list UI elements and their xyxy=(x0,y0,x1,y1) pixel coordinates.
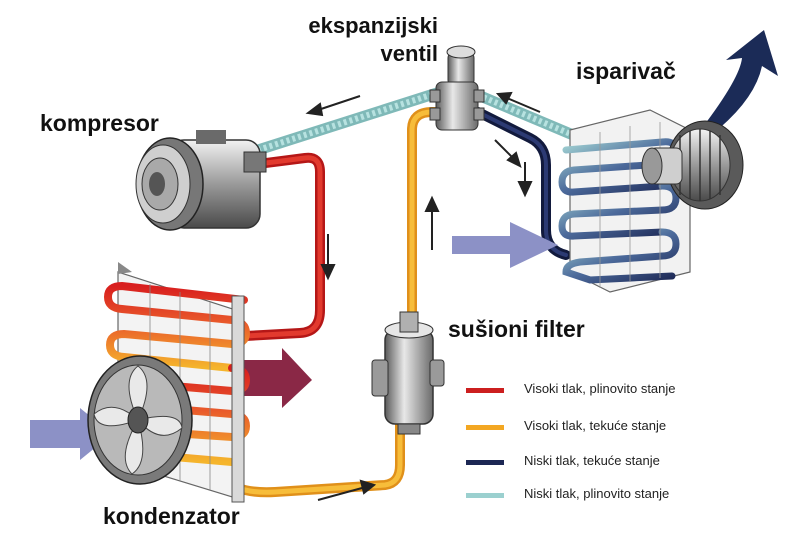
flow-arrows xyxy=(305,91,541,501)
pipe-high-gas xyxy=(240,152,325,341)
label-susioni-filter: sušioni filter xyxy=(448,316,585,342)
air-arrow-evaporator-in xyxy=(452,222,558,268)
compressor-icon xyxy=(135,130,267,231)
pipe-low-liquid xyxy=(473,107,571,260)
label-ekspanzijski-line1: ekspanzijski xyxy=(308,13,438,38)
blower-fan-icon xyxy=(641,120,744,210)
legend-label: Niski tlak, plinovito stanje xyxy=(524,486,670,501)
label-ekspanzijski-line2: ventil xyxy=(380,41,438,66)
label-isparivac: isparivač xyxy=(576,58,676,84)
legend-swatch xyxy=(466,425,504,430)
legend-label: Visoki tlak, tekuće stanje xyxy=(524,418,667,433)
label-ekspanzijski-ventil: ekspanzijski ventil xyxy=(286,12,438,68)
legend-label: Niski tlak, tekuće stanje xyxy=(524,453,660,468)
legend-swatch xyxy=(466,493,504,498)
legend-label: Visoki tlak, plinovito stanje xyxy=(524,381,676,396)
label-kondenzator: kondenzator xyxy=(103,503,240,529)
filter-dryer-icon xyxy=(371,311,445,435)
condenser-fan-icon xyxy=(87,355,193,485)
air-arrow-condenser-out xyxy=(240,348,312,408)
air-arrow-evaporator-out xyxy=(702,30,778,142)
label-kompresor: kompresor xyxy=(40,110,159,136)
expansion-valve-icon xyxy=(429,45,485,131)
legend-swatch xyxy=(466,388,504,393)
pipe-low-gas xyxy=(252,86,591,156)
evaporator-icon xyxy=(558,109,691,293)
legend-swatch xyxy=(466,460,504,465)
